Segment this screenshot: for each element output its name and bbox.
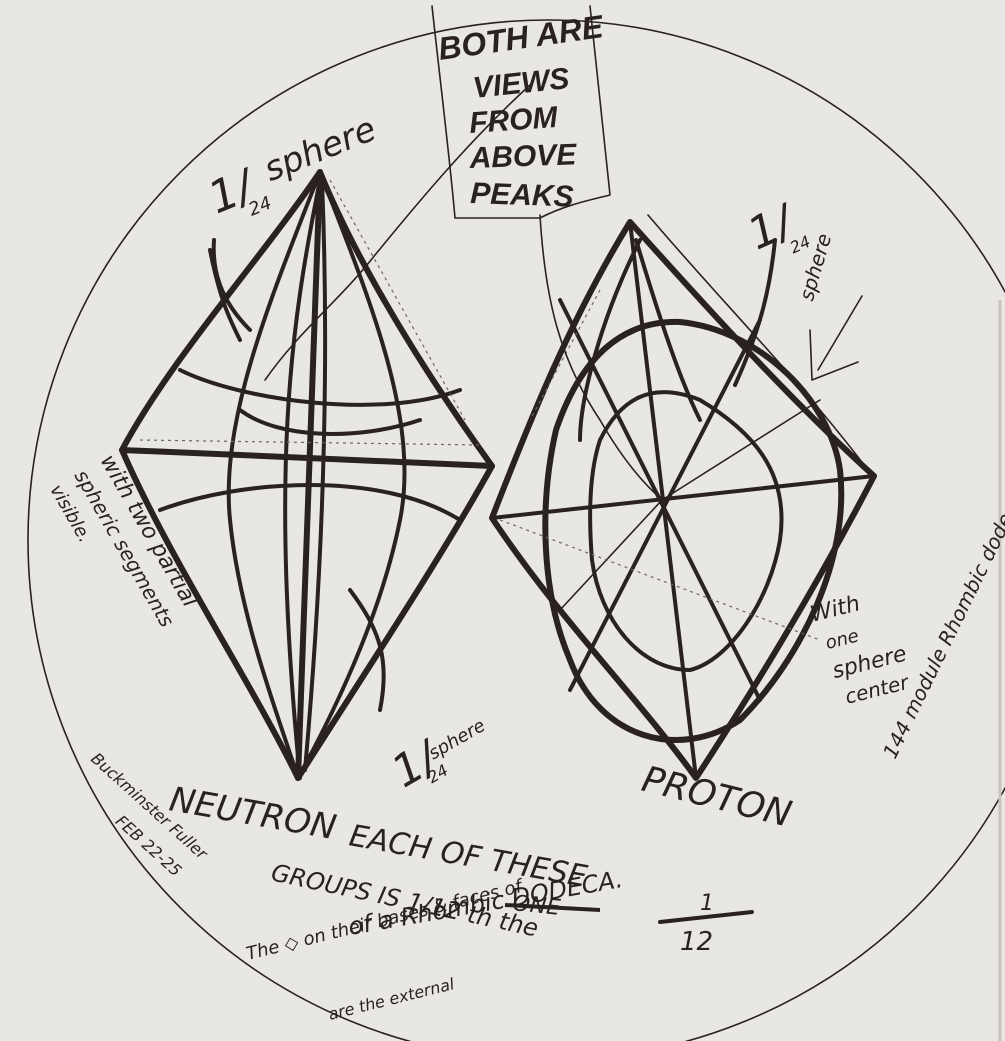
- proton-label: PROTON: [638, 759, 796, 836]
- quarter-sphere-note-bottom: 1/ 24 sphere: [383, 703, 498, 801]
- svg-text:sphere: sphere: [425, 715, 489, 764]
- svg-text:one: one: [823, 625, 861, 653]
- left-side-note: with two partial spheric segments visibl…: [45, 451, 205, 646]
- rhombic-module-note: 144 module Rhombic dodec.: [878, 494, 1005, 763]
- right-side-note: With one sphere center: [808, 583, 916, 712]
- both-views-line-3: FROM: [468, 101, 559, 140]
- fraction-numerator: 1: [700, 891, 714, 916]
- both-views-line-4: ABOVE: [468, 138, 578, 175]
- svg-text:sphere: sphere: [258, 109, 381, 190]
- quarter-sphere-note-top: 1/ 24 sphere: [201, 109, 390, 232]
- both-views-line-2: VIEWS: [471, 62, 571, 105]
- svg-text:With: With: [808, 591, 863, 627]
- both-views-note: BOTH ARE VIEWS FROM ABOVE PEAKS: [436, 8, 607, 214]
- fraction-denominator: 12: [680, 927, 713, 957]
- both-views-line-5: PEAKS: [470, 177, 574, 214]
- bottom-line-5: are the external: [326, 974, 456, 1024]
- quarter-sphere-note-right: 1/ 24 sphere: [740, 182, 857, 317]
- both-views-line-1: BOTH ARE: [436, 8, 607, 67]
